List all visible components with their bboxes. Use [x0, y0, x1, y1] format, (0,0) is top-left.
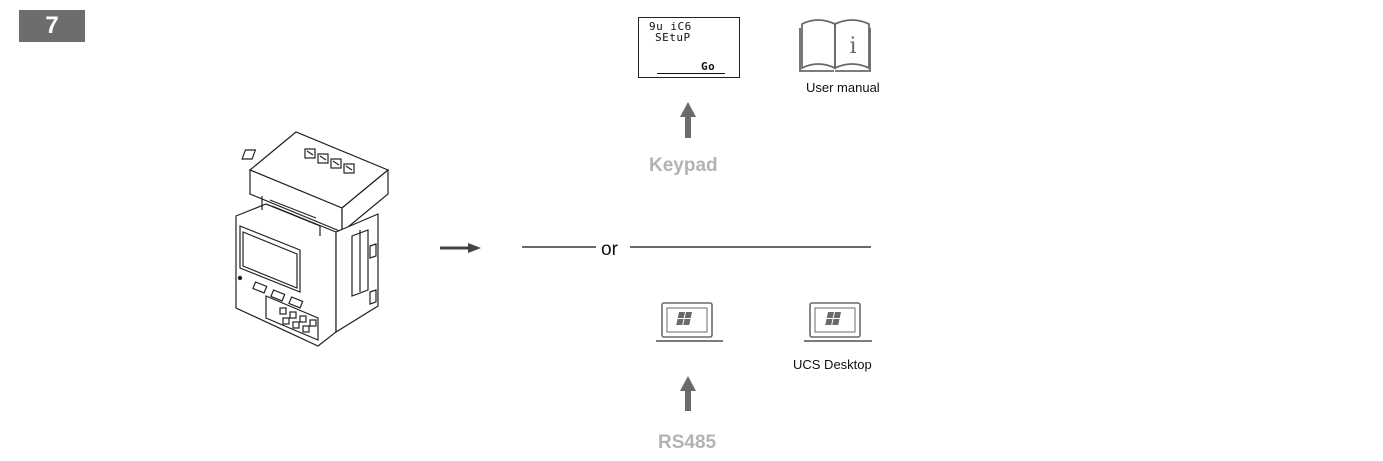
- up-arrow-icon: [680, 376, 696, 411]
- lcd-line-2: SEtuP: [655, 31, 691, 44]
- energy-meter-device-icon: [235, 131, 390, 347]
- or-label: or: [601, 239, 618, 260]
- laptop-windows-icon: [656, 302, 723, 342]
- rs485-label: RS485: [658, 432, 717, 453]
- user-manual-label: User manual: [806, 80, 880, 95]
- right-arrow-icon: [440, 243, 481, 253]
- step-number-badge: 7: [19, 10, 85, 42]
- lcd-display-screen: 9u iC6 SEtuP Go: [638, 17, 740, 78]
- book-info-icon: i: [799, 19, 871, 72]
- ucs-desktop-label: UCS Desktop: [793, 357, 872, 372]
- lcd-underline: [657, 73, 725, 75]
- keypad-label: Keypad: [649, 155, 718, 176]
- lcd-line-1: 9u iC6: [649, 20, 692, 33]
- svg-text:i: i: [849, 34, 856, 59]
- lcd-line-3: Go: [701, 60, 716, 73]
- laptop-windows-icon: [804, 302, 872, 342]
- up-arrow-icon: [680, 102, 696, 138]
